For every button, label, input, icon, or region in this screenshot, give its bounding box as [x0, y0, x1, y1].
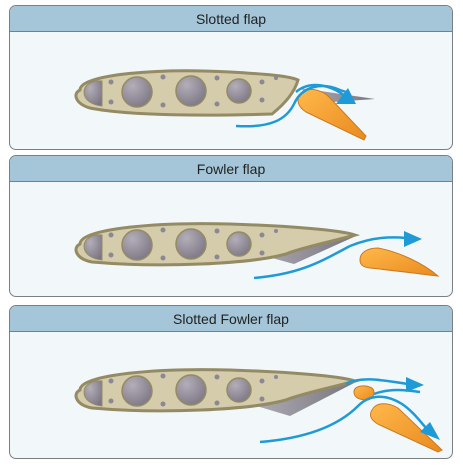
- lightening-hole: [121, 76, 153, 108]
- airflow-arrowhead: [336, 88, 356, 104]
- lightening-hole: [175, 228, 207, 260]
- airfoil-wing: [74, 69, 300, 117]
- slotted-fowler-flap-diagram: [10, 332, 452, 458]
- slotted-flap-panel: Slotted flap: [9, 5, 453, 150]
- airflow-arrow: [259, 378, 429, 444]
- airfoil-wing: [74, 368, 361, 413]
- lightening-hole: [226, 78, 252, 104]
- slotted-fowler-flap-title: Slotted Fowler flap: [10, 306, 452, 332]
- lightening-hole: [226, 377, 252, 403]
- fowler-flap-diagram: [10, 182, 452, 296]
- fowler-flap-title: Fowler flap: [10, 156, 452, 182]
- flap: [359, 247, 440, 277]
- fore-flap: [353, 385, 375, 401]
- airflow-arrowhead: [406, 377, 424, 392]
- lightening-hole: [175, 75, 207, 107]
- airflow-arrowhead: [420, 422, 440, 440]
- trailing-edge: [250, 382, 356, 416]
- lightening-hole: [121, 229, 153, 261]
- leading-edge-cutout: [83, 234, 103, 261]
- leading-edge-cutout: [83, 80, 103, 107]
- airflow-arrowhead: [404, 231, 422, 247]
- slotted-flap-diagram: [10, 32, 452, 149]
- slotted-flap-title: Slotted flap: [10, 6, 452, 32]
- slotted-fowler-flap-panel: Slotted Fowler flap: [9, 305, 453, 459]
- leading-edge-cutout: [83, 380, 103, 407]
- flap: [369, 403, 443, 453]
- lightening-hole: [121, 375, 153, 407]
- airflow-arrow: [253, 236, 407, 280]
- lightening-hole: [175, 374, 207, 406]
- airfoil-wing: [74, 222, 361, 267]
- fowler-flap-panel: Fowler flap: [9, 155, 453, 297]
- lightening-hole: [226, 231, 252, 257]
